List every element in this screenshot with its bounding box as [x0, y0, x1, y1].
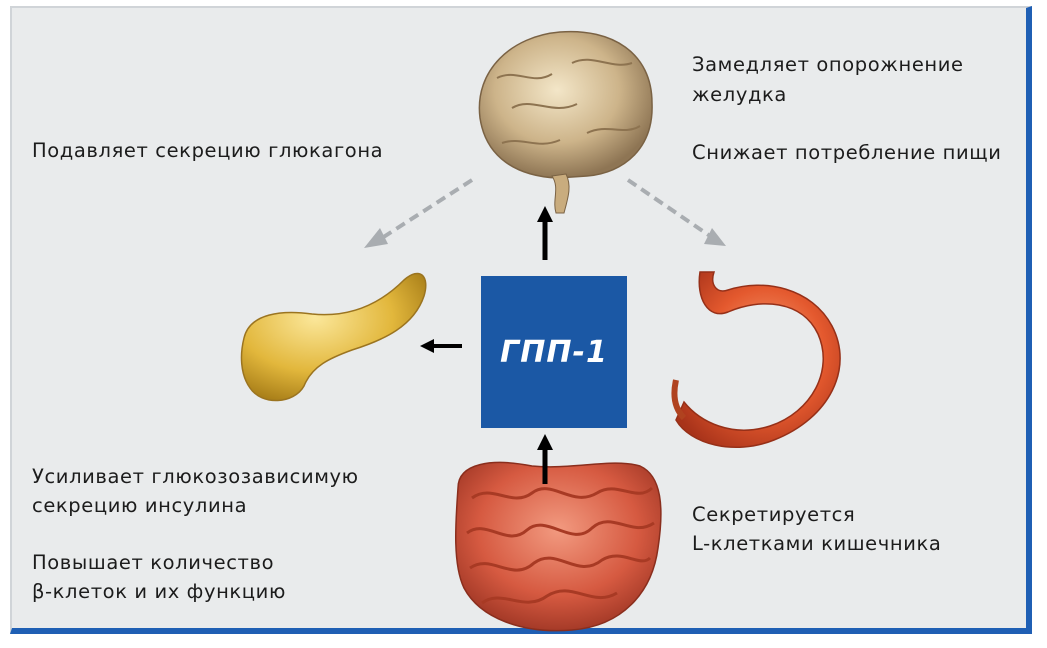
intestine-icon: [456, 462, 661, 630]
diagram-frame: ГПП-1 Подавляет секрецию глюкагона Замед…: [10, 6, 1032, 634]
label-food: Снижает потребление пищи: [692, 138, 1002, 168]
label-beta-line2: β-клеток и их функцию: [32, 577, 286, 607]
label-stomach-line1: Замедляет опорожнение: [692, 50, 964, 80]
label-secretion-line2: L-клетками кишечника: [692, 529, 941, 559]
label-stomach-line2: желудка: [692, 80, 787, 110]
label-secretion-line1: Секретируется: [692, 500, 855, 530]
label-glucagon: Подавляет секрецию глюкагона: [32, 136, 383, 166]
glp1-label: ГПП-1: [500, 335, 608, 370]
label-insulin-line1: Усиливает глюкозозависимую: [32, 462, 359, 492]
pancreas-icon: [242, 273, 426, 400]
stomach-icon: [674, 272, 840, 447]
label-insulin-line2: секрецию инсулина: [32, 491, 247, 521]
glp1-box: ГПП-1: [481, 276, 627, 428]
label-beta-line1: Повышает количество: [32, 548, 274, 578]
brain-icon: [479, 32, 652, 213]
